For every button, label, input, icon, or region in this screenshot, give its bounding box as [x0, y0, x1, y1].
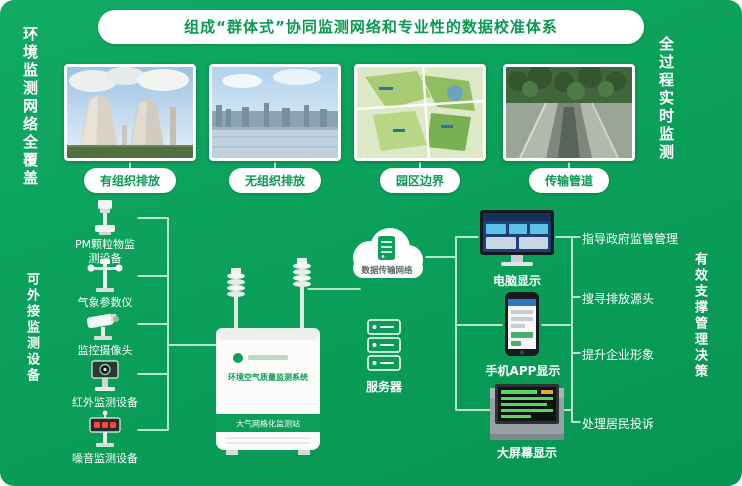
device-label: 红外监测设备 [72, 396, 138, 409]
output-phone [502, 292, 542, 362]
phone-label: 手机APP显示 [485, 364, 561, 378]
output-desktop [478, 210, 556, 272]
server-icon [367, 319, 401, 371]
device-label: 气象参数仪 [77, 296, 133, 309]
server [366, 318, 402, 374]
data-network-cloud: 数据传输网络 [340, 222, 432, 294]
device-noise-monitor: 噪音监测设备 [72, 410, 138, 466]
benefit-source-tracing: 搜寻排放源头 [582, 292, 655, 306]
monitoring-station: 环境空气质量监测系统 大气网格化监测站 [198, 258, 338, 458]
label-fugitive-emission: 无组织排放 [228, 168, 322, 193]
big-screen-icon [490, 384, 564, 440]
photo-fugitive-emission [209, 64, 341, 161]
device-weather-station: 气象参数仪 [72, 258, 138, 310]
cctv-camera-icon [86, 313, 119, 340]
photo-transfer-pipeline [503, 64, 635, 161]
riverside-city-image [212, 67, 338, 158]
external-devices-banner: 可外接监测设备 [24, 272, 39, 384]
device-cctv-camera: 监控摄像头 [72, 306, 138, 358]
device-label: PM颗粒物监测设备 [74, 238, 136, 265]
drainage-channel-image [506, 67, 632, 158]
device-label: 噪音监测设备 [72, 452, 138, 465]
station-name-text: 环境空气质量监测系统 [228, 372, 308, 382]
infrared-monitor-icon [91, 360, 119, 391]
label-transfer-pipeline: 传输管道 [528, 168, 610, 193]
cooling-towers-image [67, 67, 193, 158]
server-label: 服务器 [365, 380, 403, 394]
pm-sensor-icon [95, 200, 115, 235]
monitoring-station-image: 环境空气质量监测系统 大气网格化监测站 [216, 258, 320, 455]
desktop-monitor-icon [480, 210, 554, 266]
left-banner: 环境监测网络全覆盖 [21, 26, 39, 188]
device-pm-sensor: PM颗粒物监测设备 [72, 198, 138, 266]
cloud-icon: 数据传输网络 [353, 228, 423, 278]
device-label: 监控摄像头 [77, 344, 133, 357]
photo-organized-emission [64, 64, 196, 161]
big-screen-label: 大屏幕显示 [496, 446, 558, 460]
cloud-label: 数据传输网络 [361, 265, 413, 276]
output-big-screen [490, 384, 564, 444]
label-organized-emission: 有组织排放 [83, 168, 177, 193]
label-park-boundary: 园区边界 [379, 168, 461, 193]
device-infrared-monitor: 红外监测设备 [72, 356, 138, 410]
decision-banner: 有效支撑管理决策 [692, 252, 707, 380]
cloud-server-glyph [378, 236, 395, 260]
page-title: 组成“群体式”协同监测网络和专业性的数据校准体系 [98, 10, 644, 44]
phone-icon [505, 292, 539, 356]
photo-park-boundary [354, 64, 486, 161]
benefit-government: 指导政府监管管理 [582, 232, 679, 246]
benefit-complaints: 处理居民投诉 [582, 417, 655, 431]
right-banner: 全过程实时监测 [657, 36, 675, 162]
weather-station-icon [87, 259, 123, 292]
park-map-image [357, 67, 483, 158]
desktop-label: 电脑显示 [492, 274, 542, 288]
station-band-text: 大气网格化监测站 [236, 419, 300, 429]
benefit-corporate-image: 提升企业形象 [582, 348, 655, 362]
noise-monitor-icon [89, 410, 121, 447]
